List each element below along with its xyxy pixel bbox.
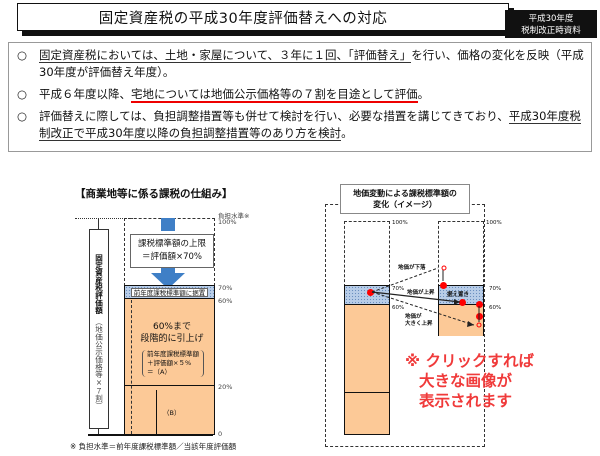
fixed-asset-sub: （地価公示価格等×７割） [94,318,104,410]
summary-bullet-2: ○ 平成６年度以降、宅地については地価公示価格等の７割を目途として評価。 [15,86,585,103]
big-rise-line-1: 地価が [405,314,422,320]
fixed-asset-value-label: 固定資産税評価額 （地価公示価格等×７割） [89,229,109,429]
right-tick-100: 100% [486,220,502,226]
left-bar-orange-lower [344,392,390,435]
formula-line-2: ＋評価額×５% [147,359,192,367]
formula-line-3: ＝（A） [147,368,171,376]
left-tick-70: 70% [392,286,405,292]
badge-line-1: 平成30年度 [528,14,574,24]
bullet-text-red-underlined: 宅地については地価公示価格等の７割を目途として評価 [131,87,418,103]
bullet-text-post: 。 [341,126,353,140]
page-title: 固定資産税の平成30年度評価替えへの対応 [17,3,509,31]
right-tick-60: 60% [489,305,502,311]
page-title-text: 固定資産税の平成30年度評価替えへの対応 [98,10,388,27]
fixed-asset-label: 固定資産税評価額 [94,254,104,315]
footnote: ※ 負担水準＝前年度課税標準額／当該年度評価額 [70,442,237,451]
upper-limit-line-2: ＝評価額×70% [141,252,202,262]
bullet-text-underlined: 平成30年度税制改正で平成30年度以降の負担調整措置等のあり方を検討 [39,109,581,141]
fall-point-dot [440,282,447,289]
doc-badge: 平成30年度 税制改正時資料 [505,10,597,38]
raise-text: 60%まで 段階的に引上げ [132,321,212,345]
tick-70: 70% [218,284,233,292]
bullet-text-post: 。 [417,87,430,101]
orange-raise-zone [124,298,215,386]
bullet-circle-icon: ○ [17,48,28,62]
bullet-text-pre: 平成６年度以降、 [39,87,131,101]
start-point-dot [367,289,374,296]
right-bar-dashed-top [438,221,484,287]
click-note-line-1: ※ クリックすれば [405,352,534,370]
dashed-up-arrow [131,300,132,434]
rise-label: 地価が上昇 [407,290,435,296]
blue-arrow-shaft-top [161,218,175,231]
click-note-line-2: 大きな画像が [419,372,513,390]
left-bar-dashed-top [344,221,390,287]
upper-limit-line-1: 課税標準額の上限 [137,239,206,249]
down-arrow-line [98,429,99,434]
tick-0: 0 [218,430,223,438]
upper-limit-label: 課税標準額の上限 ＝評価額×70% [130,234,214,268]
right-title-line-1: 地価変動による課税標準額の [353,189,457,198]
tick-20: 20% [218,383,233,391]
baseline [88,434,213,436]
formula-line-1: 前年度課税標準額 [147,350,199,358]
badge-line-2: 税制改正時資料 [521,26,581,36]
b-arrow-line [156,390,157,434]
b-label: （B） [163,409,181,417]
formula-bracket: 前年度課税標準額 ＋評価額×５% ＝（A） [142,350,204,377]
up-arrow-line [98,219,99,229]
right-title-line-2: 変化（イメージ） [373,200,437,209]
bullet-text-underlined: 固定資産税においては、土地・家屋について、３年に１回、「評価替え」 [39,48,412,63]
blue-arrow-shaft [161,268,175,274]
summary-bullet-3: ○ 評価替えに際しては、負担調整措置等も併せて検討を行い、必要な措置を講じてきて… [15,108,585,142]
tick-60: 60% [218,297,233,305]
left-diagram-title: 【商業地等に係る課税の仕組み】 [75,188,233,200]
right-diagram-title: 地価変動による課税標準額の 変化（イメージ） [340,184,470,214]
fall-label: 地価が下落 [398,265,426,271]
raise-line-1: 60%まで [152,322,191,332]
tick-100: 100% [218,218,237,226]
axis-header: 負担水準※ [218,212,250,220]
axis-100-dotted-line [75,218,135,219]
big-rise-line-2: 大きく上昇 [405,321,433,327]
summary-box: ○ 固定資産税においては、土地・家屋について、３年に１回、「評価替え」を行い、価… [8,42,592,152]
rise-point-dot [459,299,466,306]
sixty-point-dot [476,301,483,308]
big-rise-label: 地価が 大きく上昇 [405,314,433,328]
bullet-text-post: を行い、価格の変化を反映（平成30年度が評価替え年度）。 [39,48,584,79]
click-note-line-3: 表示されます [419,392,513,410]
right-bar-hatched [438,285,484,305]
bullet-text-pre: 評価替えに際しては、負担調整措置等も併せて検討を行い、必要な措置を講じてきており… [39,109,509,123]
bullet-circle-icon: ○ [17,87,28,101]
hold-label: 据え置き [447,292,470,298]
bullet-circle-icon: ○ [17,109,28,123]
orange-base-zone [124,385,215,435]
left-tick-60: 60% [392,305,405,311]
hatched-band-label: 前年度課税標準額に据置 [131,288,208,297]
summary-bullet-1: ○ 固定資産税においては、土地・家屋について、３年に１回、「評価替え」を行い、価… [15,47,585,81]
raise-line-2: 段階的に引上げ [140,334,204,344]
left-bar-orange-upper [344,304,390,393]
left-tick-100: 100% [392,220,408,226]
right-tick-70: 70% [489,286,502,292]
click-to-enlarge-note: ※ クリックすれば 大きな画像が 表示されます [405,351,534,411]
